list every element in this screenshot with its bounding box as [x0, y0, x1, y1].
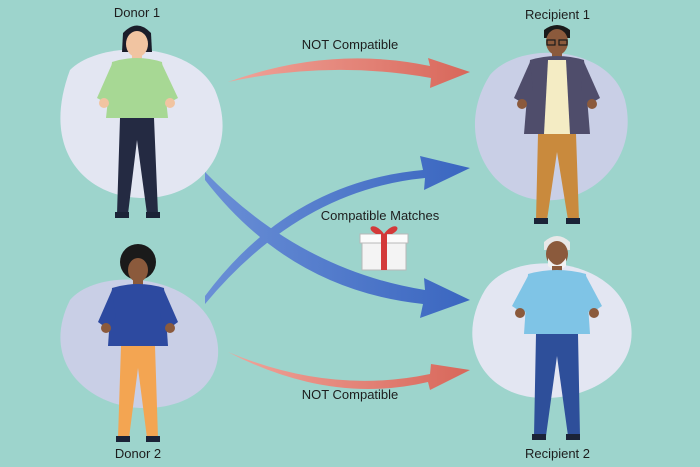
- arrow-donor1-to-recipient2: [205, 172, 470, 318]
- recipient1-figure: [514, 25, 600, 224]
- donor2-label: Donor 2: [114, 446, 162, 461]
- donor1-figure: [97, 25, 178, 218]
- donor2-figure: [98, 244, 178, 442]
- arrow-not-compatible-top: [228, 58, 470, 88]
- not-compatible-bottom-label: NOT Compatible: [301, 387, 399, 402]
- recipient2-figure: [512, 236, 602, 440]
- recipient1-label: Recipient 1: [524, 7, 591, 22]
- compatible-matches-label: Compatible Matches: [320, 208, 440, 223]
- arrow-not-compatible-bottom: [228, 352, 470, 390]
- not-compatible-top-label: NOT Compatible: [301, 37, 399, 52]
- arrow-donor2-to-recipient1: [205, 156, 470, 304]
- donor1-label: Donor 1: [113, 5, 161, 20]
- gift-icon: [359, 226, 409, 271]
- recipient2-label: Recipient 2: [524, 446, 591, 461]
